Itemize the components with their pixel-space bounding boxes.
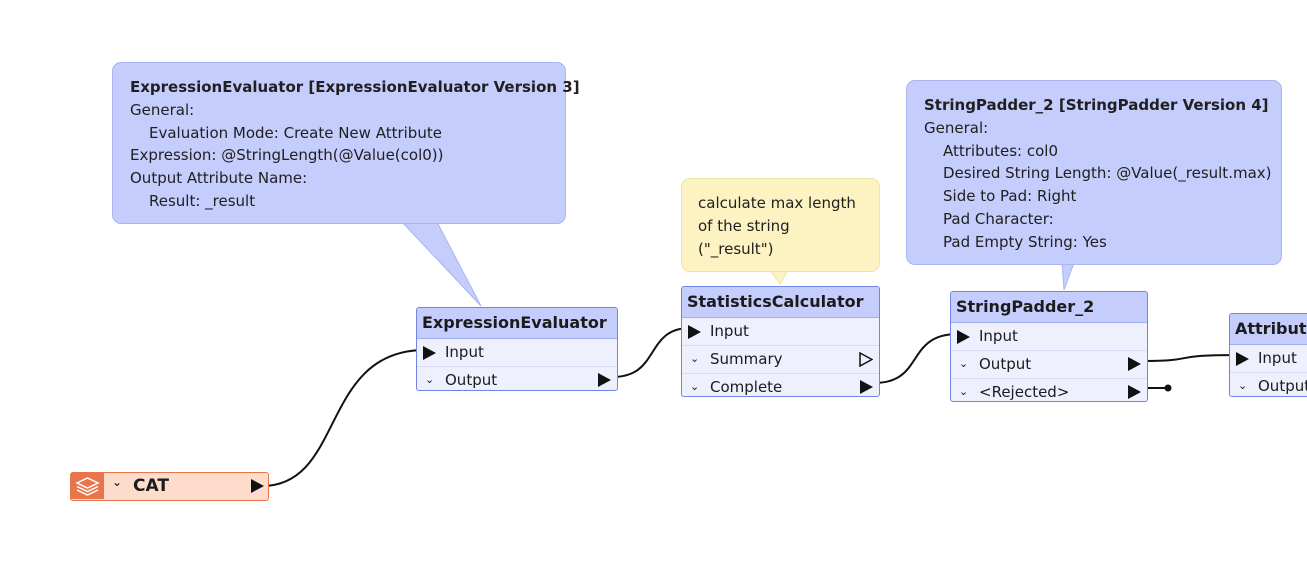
input-port[interactable]: Input: [417, 339, 617, 367]
unconnected-port-icon[interactable]: [859, 352, 873, 367]
output-port[interactable]: ⌄ Output: [1230, 373, 1307, 396]
port-label: Input: [979, 327, 1018, 345]
complete-port[interactable]: ⌄ Complete: [682, 374, 879, 396]
output-port[interactable]: ⌄ Output: [417, 367, 617, 390]
output-port-icon[interactable]: [1128, 385, 1141, 399]
statistics-note[interactable]: calculate max length of the string ("_re…: [681, 178, 880, 272]
connection-cat-to-expression[interactable]: [261, 349, 426, 487]
statistics-calculator-node[interactable]: StatisticsCalculator Input ⌄ Summary ⌄ C…: [681, 286, 880, 397]
node-title: ExpressionEvaluator: [417, 308, 617, 339]
chevron-down-icon[interactable]: ⌄: [959, 357, 969, 370]
output-port[interactable]: ⌄ Output: [951, 351, 1147, 379]
summary-port[interactable]: ⌄ Summary: [682, 346, 879, 374]
annotation-line: Output Attribute Name:: [130, 169, 308, 188]
port-label: Input: [1258, 349, 1297, 367]
port-label: Input: [710, 322, 749, 340]
cat-reader-node[interactable]: ⌄ CAT: [70, 472, 269, 501]
chevron-down-icon[interactable]: ⌄: [425, 373, 435, 386]
port-label: Summary: [710, 350, 783, 368]
note-line: ("_result"): [698, 239, 774, 258]
string-padder-node[interactable]: StringPadder_2 Input ⌄ Output ⌄ <Rejecte…: [950, 291, 1148, 402]
port-label: Output: [1258, 377, 1307, 395]
annotation-title: StringPadder_2 [StringPadder Version 4]: [924, 96, 1269, 114]
port-label: Output: [445, 371, 498, 389]
input-port-icon: [1236, 352, 1249, 366]
annotation-line: Attributes: col0: [943, 141, 1059, 160]
output-port-icon[interactable]: [251, 479, 264, 493]
input-port[interactable]: Input: [682, 318, 879, 346]
output-port-icon[interactable]: [860, 380, 873, 394]
annotation-line: Pad Empty String: Yes: [943, 232, 1107, 251]
port-label: <Rejected>: [979, 383, 1070, 401]
expression-evaluator-annotation[interactable]: ExpressionEvaluator [ExpressionEvaluator…: [112, 62, 580, 224]
port-label: Complete: [710, 378, 783, 396]
node-title: StatisticsCalculator: [682, 287, 879, 318]
input-port[interactable]: Input: [1230, 345, 1307, 373]
chevron-down-icon[interactable]: ⌄: [959, 385, 969, 398]
note-line: calculate max length: [698, 194, 856, 212]
reader-icon-box: [71, 473, 104, 499]
bubble-tail-expression: [400, 221, 482, 307]
input-port-icon: [423, 346, 436, 360]
chevron-down-icon[interactable]: ⌄: [112, 475, 123, 489]
bubble-tail-padder: [1061, 262, 1075, 291]
connection-expression-to-statistics[interactable]: [612, 327, 691, 378]
output-port-icon[interactable]: [598, 373, 611, 387]
annotation-line: Pad Character:: [943, 209, 1054, 228]
note-line: of the string: [698, 216, 790, 235]
annotation-line: Evaluation Mode: Create New Attribute: [149, 123, 442, 142]
annotation-line: General:: [924, 118, 989, 137]
input-port[interactable]: Input: [951, 323, 1147, 351]
rejected-port[interactable]: ⌄ <Rejected>: [951, 379, 1147, 401]
layers-icon: [75, 477, 100, 496]
node-title: Attribute: [1230, 314, 1307, 345]
attribute-node[interactable]: Attribute Input ⌄ Output: [1229, 313, 1307, 397]
annotation-title: ExpressionEvaluator [ExpressionEvaluator…: [130, 78, 580, 96]
chevron-down-icon[interactable]: ⌄: [690, 352, 700, 365]
input-port-icon: [688, 325, 701, 339]
node-title: StringPadder_2: [951, 292, 1147, 323]
annotation-line: Result: _result: [149, 191, 256, 210]
reader-label: CAT: [133, 476, 169, 496]
port-label: Output: [979, 355, 1032, 373]
string-padder-annotation[interactable]: StringPadder_2 [StringPadder Version 4] …: [906, 80, 1282, 265]
connection-statistics-to-padder[interactable]: [873, 333, 959, 384]
rejected-end-dot: [1164, 384, 1172, 392]
note-tail: [769, 269, 789, 285]
annotation-line: Expression: @StringLength(@Value(col0)): [130, 146, 444, 165]
annotation-line: Side to Pad: Right: [943, 187, 1077, 206]
input-port-icon: [957, 330, 970, 344]
connection-padder-to-attribute[interactable]: [1142, 354, 1241, 362]
chevron-down-icon[interactable]: ⌄: [1238, 379, 1248, 392]
port-label: Input: [445, 343, 484, 361]
annotation-line: General:: [130, 100, 195, 119]
expression-evaluator-node[interactable]: ExpressionEvaluator Input ⌄ Output: [416, 307, 618, 391]
output-port-icon[interactable]: [1128, 357, 1141, 371]
chevron-down-icon[interactable]: ⌄: [690, 380, 700, 393]
annotation-line: Desired String Length: @Value(_result.ma…: [943, 164, 1272, 183]
